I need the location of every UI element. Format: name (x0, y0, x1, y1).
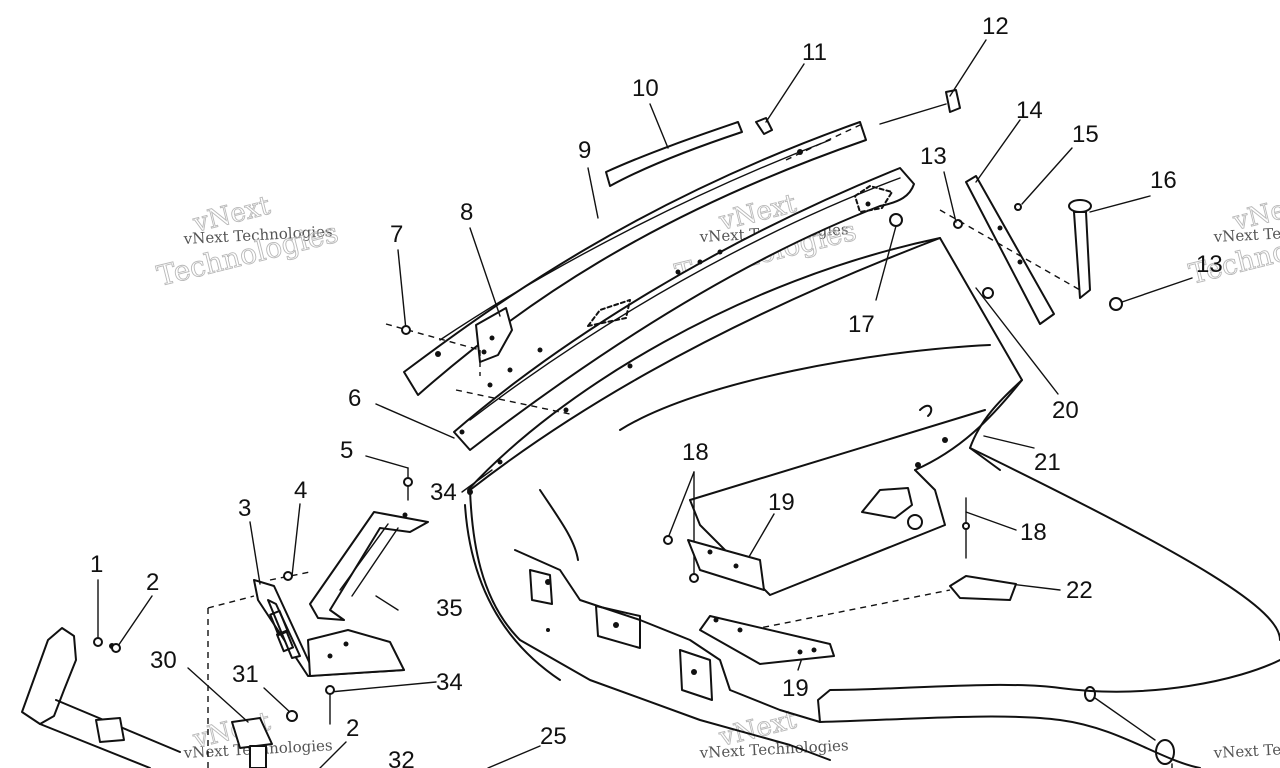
callout-34: 34 (430, 479, 457, 506)
hood-front-edge (467, 237, 941, 495)
callout-20: 20 (1052, 397, 1079, 424)
callout-2b: 2 (346, 715, 359, 742)
callout-19b: 19 (782, 675, 809, 702)
callout-2: 2 (146, 569, 159, 596)
watermark-bottom-center: vNext Technologies vNext (698, 704, 849, 762)
callout-21: 21 (1034, 449, 1061, 476)
callout-18b: 18 (1020, 519, 1047, 546)
bracket-19-lower (699, 615, 835, 665)
callout-labels: 1 2 3 4 5 6 7 8 9 10 11 12 13 14 15 16 1… (90, 13, 1223, 768)
bracket-19-upper (687, 539, 765, 591)
callout-25: 25 (540, 723, 567, 750)
callout-8: 8 (460, 199, 473, 226)
watermark-company: vNext Technologies (1212, 736, 1280, 762)
bracket-22 (949, 575, 1017, 601)
watermark-left: vNext Technologies vNext Technologies (153, 190, 342, 293)
callout-15: 15 (1072, 121, 1099, 148)
bracket-3 (253, 579, 405, 677)
callout-30: 30 (150, 647, 177, 674)
callout-13b: 13 (1196, 251, 1223, 278)
bracket-35 (309, 511, 429, 621)
callout-34b: 34 (436, 669, 463, 696)
callout-17: 17 (848, 311, 875, 338)
callout-35: 35 (436, 595, 463, 622)
hood-body (464, 237, 1280, 768)
fastener-11 (755, 117, 773, 135)
callout-12: 12 (982, 13, 1009, 40)
callout-14: 14 (1016, 97, 1043, 124)
callout-22: 22 (1066, 577, 1093, 604)
callout-32: 32 (388, 747, 415, 768)
callout-6: 6 (348, 385, 361, 412)
fasteners-misc-left (93, 325, 413, 722)
callout-3: 3 (238, 495, 251, 522)
callout-9: 9 (578, 137, 591, 164)
callout-16: 16 (1150, 167, 1177, 194)
watermark-bottom-right: vNext Technologies (1212, 736, 1280, 762)
callout-13: 13 (920, 143, 947, 170)
dashed-lines (207, 124, 1081, 768)
panel-6 (453, 167, 915, 451)
leader-lines (97, 39, 1193, 768)
callout-10: 10 (632, 75, 659, 102)
fastener-17 (889, 213, 903, 227)
prop-rod-16 (1068, 199, 1123, 311)
fasteners-18 (663, 522, 970, 583)
clip-12 (945, 89, 961, 113)
callout-7: 7 (390, 221, 403, 248)
callout-11: 11 (802, 39, 827, 66)
callout-5: 5 (340, 437, 353, 464)
callout-1: 1 (90, 551, 103, 578)
callout-19: 19 (768, 489, 795, 516)
callout-31: 31 (232, 661, 259, 688)
callout-18: 18 (682, 439, 709, 466)
callout-4: 4 (294, 477, 307, 504)
trim-strip-10 (605, 121, 743, 187)
